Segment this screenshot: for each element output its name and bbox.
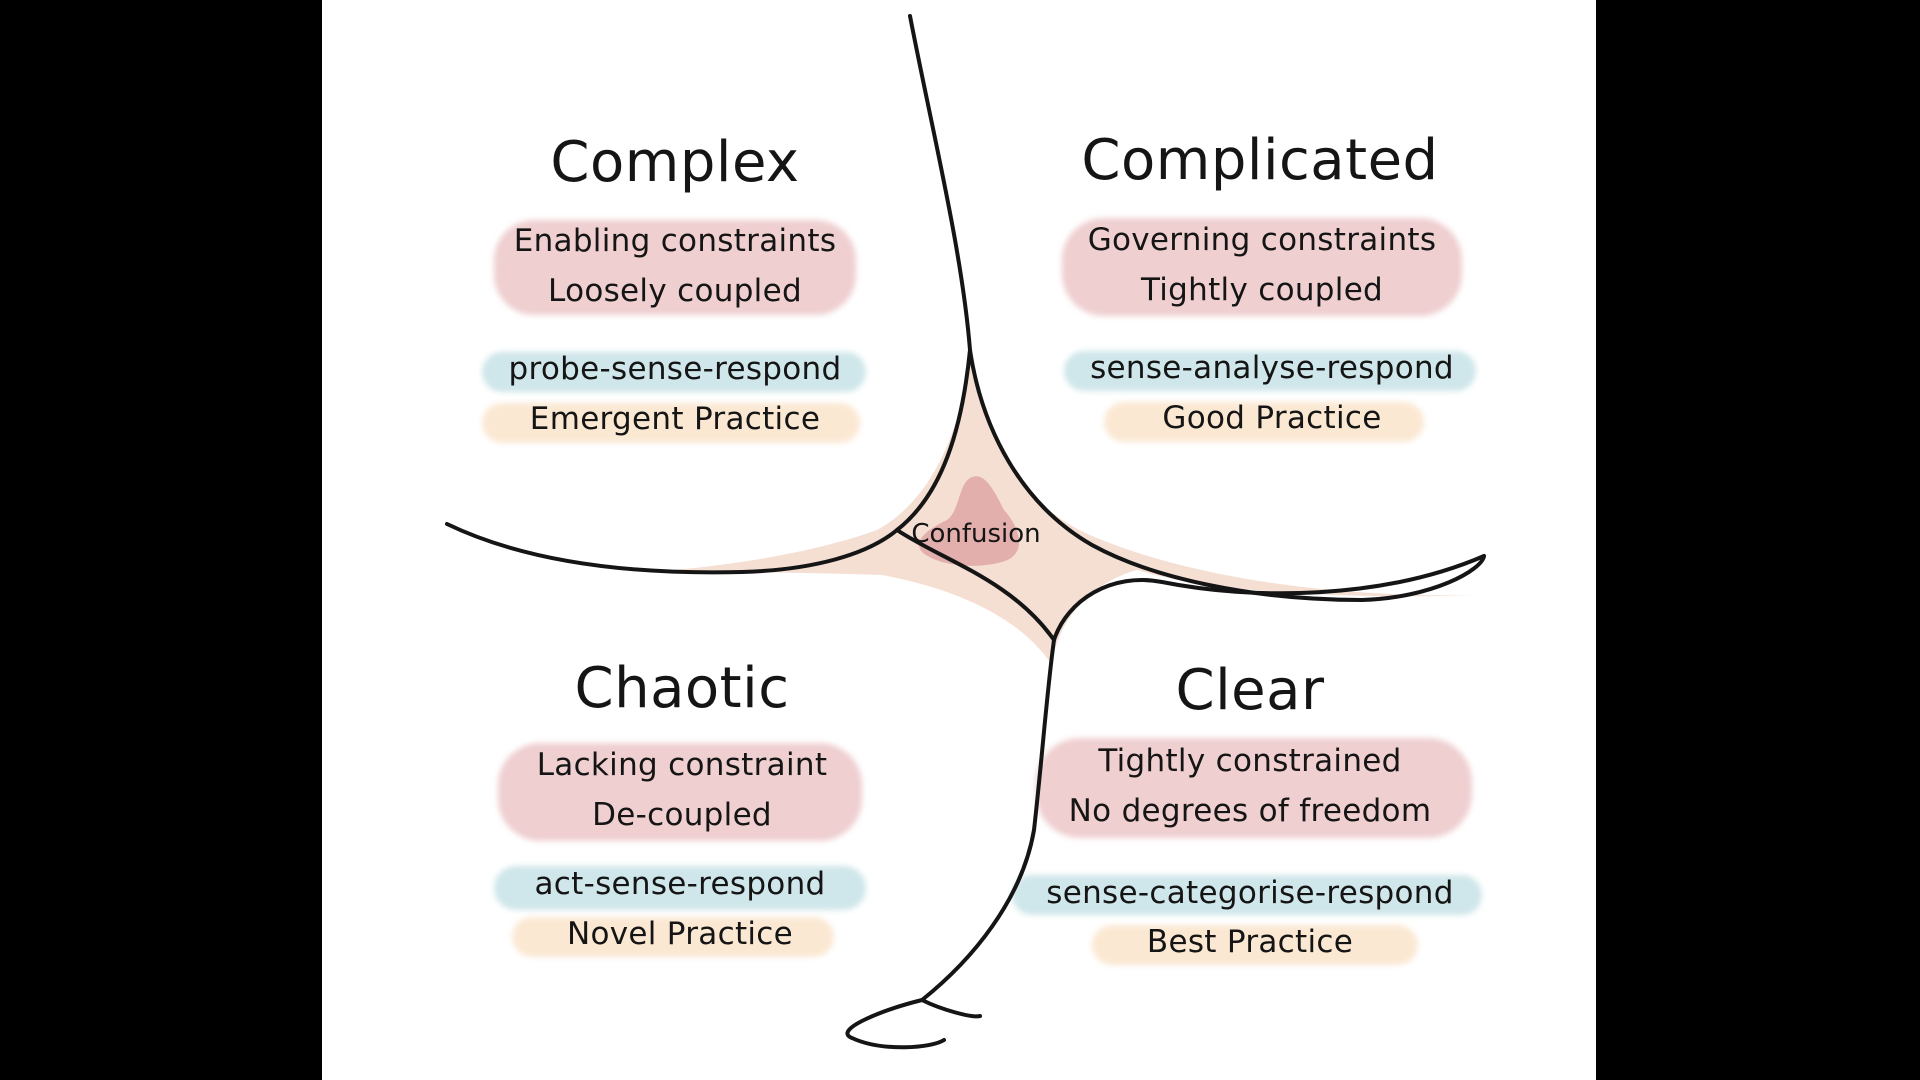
clear-constraint-line-1: Tightly constrained: [1098, 743, 1402, 779]
chaotic-constraint-line-1: Lacking constraint: [536, 747, 828, 783]
complex-practice-wash: [482, 403, 860, 443]
domain-boundaries: [445, 14, 1486, 1050]
complicated-method-wash: [1064, 351, 1476, 391]
complicated-constraint-wash: [1062, 218, 1462, 316]
top-boundary-curve: [908, 14, 1486, 602]
complex-title: Complex: [550, 130, 800, 195]
complex-method: probe-sense-respond: [508, 351, 842, 387]
chaotic-title: Chaotic: [574, 656, 790, 721]
chaotic-method-wash: [494, 866, 866, 910]
confusion-region: [652, 352, 1482, 665]
clear-practice: Best Practice: [1146, 924, 1354, 960]
complicated-constraint-line-2: Tightly coupled: [1140, 272, 1384, 308]
confusion-blob: [919, 476, 1020, 566]
left-boundary-curve: [445, 348, 972, 575]
clear-method-wash: [1012, 875, 1482, 915]
complex-practice: Emergent Practice: [529, 401, 821, 437]
chaotic-practice: Novel Practice: [566, 916, 794, 952]
complex-method-wash: [482, 352, 866, 392]
bottom-loop-curve: [920, 998, 982, 1019]
confusion-label: Confusion: [911, 519, 1041, 549]
complicated-practice: Good Practice: [1162, 400, 1382, 436]
clear-title: Clear: [1175, 658, 1325, 723]
chaotic-practice-wash: [512, 917, 834, 957]
cynefin-diagram: [445, 14, 1486, 1050]
complicated-practice-wash: [1104, 402, 1424, 442]
complicated-method: sense-analyse-respond: [1090, 350, 1454, 386]
complex-constraint-line-2: Loosely coupled: [548, 273, 802, 309]
clear-constraint-wash: [1036, 738, 1472, 838]
chaotic-constraint-wash: [498, 743, 862, 841]
clear-constraint-line-2: No degrees of freedom: [1068, 793, 1432, 829]
diagram-canvas: Confusion Complex Enabling constraints L…: [322, 0, 1596, 1080]
chaotic-constraint-line-2: De-coupled: [592, 797, 772, 833]
complex-constraint-wash: [494, 220, 856, 315]
clear-method: sense-categorise-respond: [1046, 875, 1454, 911]
complicated-constraint-line-1: Governing constraints: [1087, 222, 1437, 258]
clear-practice-wash: [1092, 925, 1418, 965]
lower-left-junction-curve: [895, 528, 1056, 642]
complicated-title: Complicated: [1081, 128, 1439, 193]
bottom-boundary-curve: [845, 554, 1486, 1050]
chaotic-method: act-sense-respond: [534, 866, 826, 902]
complex-constraint-line-1: Enabling constraints: [513, 223, 837, 259]
